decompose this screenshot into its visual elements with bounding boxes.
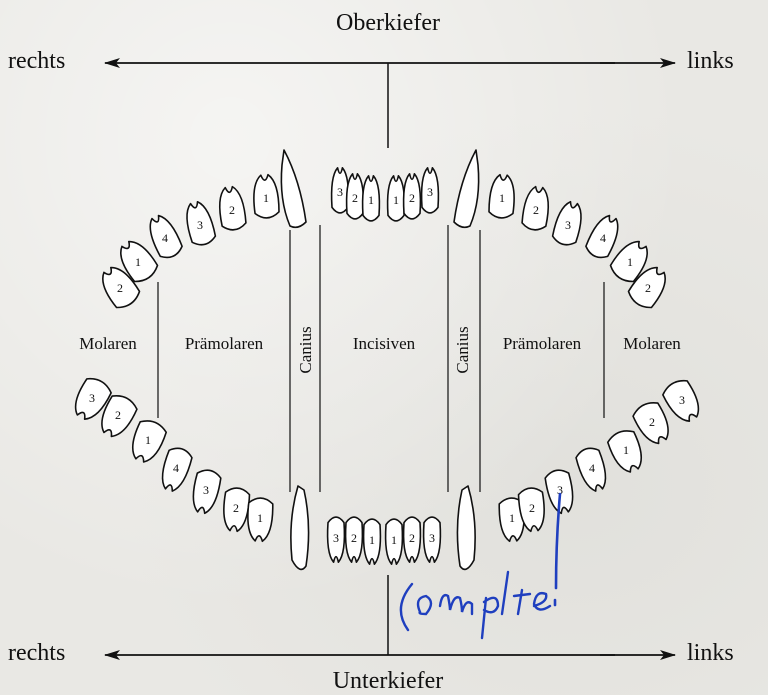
tooth-number: 1	[509, 511, 515, 525]
right-label-top: rechts	[8, 48, 65, 74]
lower-right-premolars-tooth: 4	[157, 445, 194, 494]
tooth-number: 3	[197, 218, 203, 232]
lower-right-premolars-tooth: 3	[189, 468, 222, 515]
lower-left-molars-tooth: 1	[606, 427, 648, 476]
handwritten-complete-path	[401, 572, 550, 638]
tooth-number: 2	[352, 191, 358, 205]
upper-incisors-tooth: 1	[388, 176, 405, 221]
lower-canine-left	[457, 486, 475, 569]
lower-left-premolars-tooth: 3	[544, 468, 577, 515]
tooth-number: 4	[173, 461, 179, 475]
upper-jaw-title: Oberkiefer	[336, 10, 440, 36]
upper-right-premolars-tooth: 1	[252, 174, 280, 219]
tooth-number: 1	[257, 511, 263, 525]
lower-incisors-tooth: 2	[404, 517, 421, 562]
tooth-number: 1	[263, 191, 269, 205]
tooth-number: 1	[627, 255, 633, 269]
lower-right-molars-tooth: 1	[127, 417, 169, 466]
upper-incisors-tooth: 1	[363, 176, 380, 221]
handwritten-exclamation	[555, 494, 560, 605]
tooth-number: 4	[600, 231, 606, 245]
lower-right-premolars-tooth: 1	[246, 497, 273, 541]
upper-left-premolars-tooth: 1	[488, 174, 516, 219]
tooth-number: 3	[333, 531, 339, 545]
lower-incisors-tooth: 3	[424, 517, 441, 562]
tooth-number: 3	[679, 393, 685, 407]
tooth-number: 2	[115, 408, 121, 422]
upper-right-premolars-tooth: 3	[182, 199, 217, 247]
tooth-number: 2	[649, 415, 655, 429]
lower-incisors-tooth: 1	[386, 519, 403, 564]
canine-right-label: Canius	[296, 326, 315, 373]
tooth-number: 4	[162, 231, 168, 245]
tooth-number: 2	[117, 281, 123, 295]
tooth-number: 2	[233, 501, 239, 515]
tooth-number: 3	[203, 483, 209, 497]
tooth-number: 2	[533, 203, 539, 217]
lower-incisors-tooth: 3	[328, 517, 345, 562]
tooth-number: 2	[351, 531, 357, 545]
tooth-number: 1	[135, 255, 141, 269]
incisors-label: Incisiven	[353, 334, 416, 353]
molars-right-label: Molaren	[79, 334, 137, 353]
lower-canine-right	[291, 486, 309, 569]
tooth-number: 1	[499, 191, 505, 205]
tooth-number: 1	[393, 193, 399, 207]
left-label-bottom: links	[687, 640, 734, 666]
tooth-number: 2	[409, 531, 415, 545]
premolars-left-label: Prämolaren	[503, 334, 582, 353]
canine-left-label: Canius	[453, 326, 472, 373]
lower-left-premolars-tooth: 4	[574, 445, 611, 494]
tooth-number: 3	[337, 185, 343, 199]
lower-incisors-tooth: 1	[364, 519, 381, 564]
upper-incisors-tooth: 3	[422, 168, 439, 213]
upper-left-premolars-tooth: 3	[551, 199, 586, 247]
tooth-number: 2	[409, 191, 415, 205]
left-label-top: links	[687, 48, 734, 74]
tooth-number: 4	[589, 461, 595, 475]
lower-left-molars-tooth: 3	[660, 376, 705, 426]
tooth-number: 1	[391, 533, 397, 547]
upper-canine-left	[454, 150, 479, 227]
lower-incisors-tooth: 2	[346, 517, 363, 562]
upper-canine-right	[281, 150, 306, 227]
tooth-number: 3	[427, 185, 433, 199]
tooth-number: 2	[645, 281, 651, 295]
lower-right-premolars-tooth: 2	[221, 487, 250, 532]
upper-incisors-tooth: 2	[347, 174, 364, 219]
tooth-number: 2	[529, 501, 535, 515]
molars-left-label: Molaren	[623, 334, 681, 353]
premolars-right-label: Prämolaren	[185, 334, 264, 353]
upper-left-premolars-tooth: 2	[521, 185, 551, 231]
tooth-number: 1	[623, 443, 629, 457]
tooth-number: 1	[145, 433, 151, 447]
upper-incisors-tooth: 2	[404, 174, 421, 219]
tooth-number: 2	[229, 203, 235, 217]
tooth-number: 1	[368, 193, 374, 207]
tooth-number: 3	[429, 531, 435, 545]
lower-jaw-title: Unterkiefer	[333, 668, 444, 694]
tooth-number: 3	[565, 218, 571, 232]
tooth-number: 3	[89, 391, 95, 405]
upper-right-premolars-tooth: 2	[217, 185, 247, 231]
right-label-bottom: rechts	[8, 640, 65, 666]
tooth-number: 1	[369, 533, 375, 547]
